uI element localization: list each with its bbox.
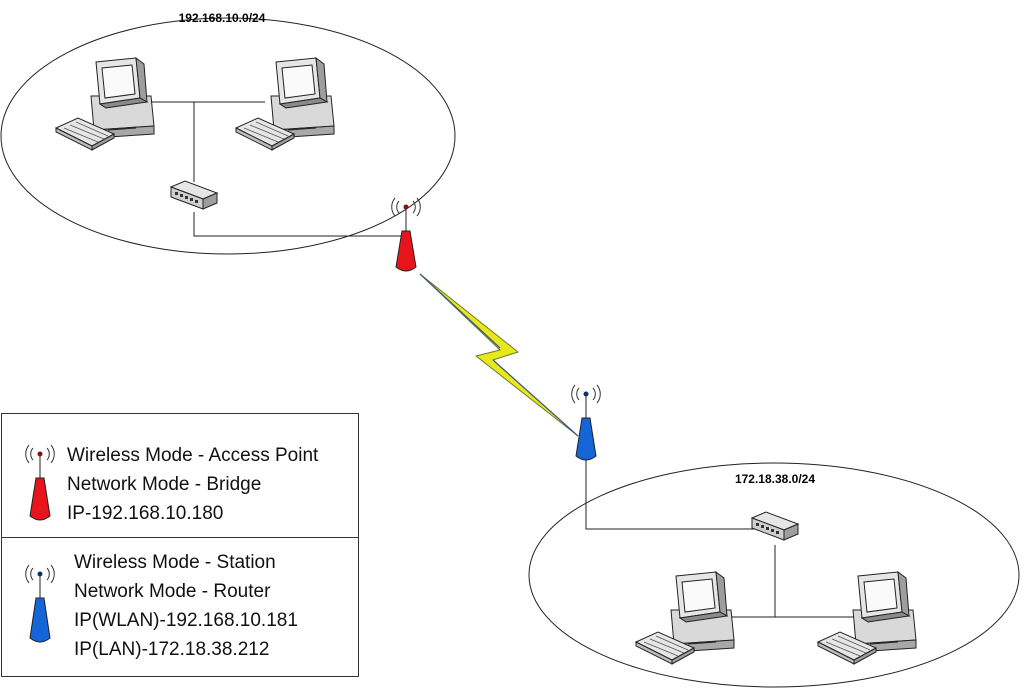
- switch-icon: [751, 511, 799, 541]
- legend-access-point: Wireless Mode - Access Point Network Mod…: [1, 413, 359, 538]
- antenna-icon: [25, 564, 55, 643]
- legend-st-ip-wlan: IP(WLAN)-192.168.10.181: [74, 610, 298, 631]
- antenna-icon: [391, 197, 421, 272]
- antenna-icon: [25, 444, 55, 521]
- network-label-top: 192.168.10.0/24: [179, 11, 266, 25]
- computer-icon: [817, 571, 917, 665]
- antenna-icon: [571, 384, 601, 461]
- computer-icon: [635, 571, 735, 665]
- switch-icon: [170, 180, 218, 210]
- wireless-link-icon: [419, 273, 579, 437]
- network-label-bottom: 172.18.38.0/24: [735, 472, 815, 486]
- legend-station-text: Wireless Mode - Station Network Mode - R…: [74, 548, 298, 664]
- legend-ap-network-mode: Network Mode - Bridge: [67, 474, 262, 495]
- legend-station: Wireless Mode - Station Network Mode - R…: [1, 537, 359, 677]
- network-ellipse-top: [0, 17, 456, 255]
- bottom-network-cabling: [585, 460, 855, 618]
- legend-ap-wireless-mode: Wireless Mode - Access Point: [67, 445, 319, 466]
- legend-st-ip-lan: IP(LAN)-172.18.38.212: [74, 639, 270, 660]
- legend-access-point-text: Wireless Mode - Access Point Network Mod…: [67, 441, 318, 528]
- network-ellipse-bottom: [528, 462, 1020, 688]
- legend-st-wireless-mode: Wireless Mode - Station: [74, 552, 276, 573]
- legend-st-network-mode: Network Mode - Router: [74, 581, 271, 602]
- computer-icon: [55, 57, 155, 151]
- legend-ap-ip: IP-192.168.10.180: [67, 503, 224, 524]
- computer-icon: [235, 57, 335, 151]
